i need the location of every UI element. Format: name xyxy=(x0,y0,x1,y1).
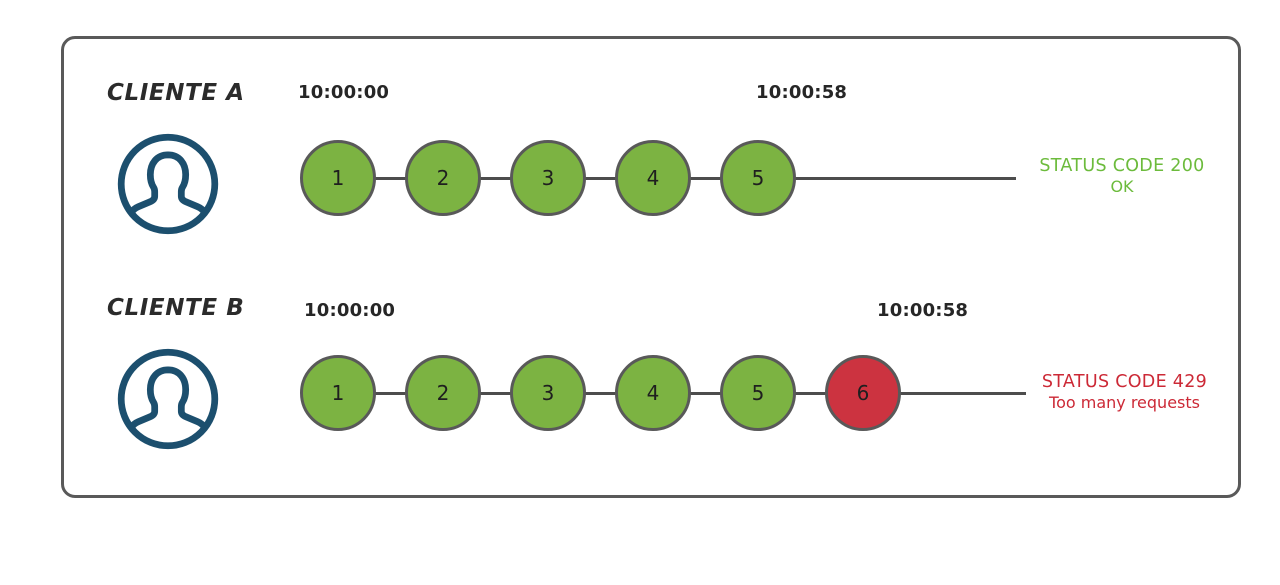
connector xyxy=(584,177,616,180)
client-a-end-time: 10:00:58 xyxy=(756,82,848,103)
status-detail-text: Too many requests xyxy=(1049,393,1200,413)
user-avatar-icon xyxy=(116,347,220,451)
connector xyxy=(794,392,826,395)
request-node[interactable]: 5 xyxy=(720,140,796,216)
connector xyxy=(374,392,406,395)
request-node[interactable]: 1 xyxy=(300,140,376,216)
client-b-status: STATUS CODE 429 Too many requests xyxy=(1022,371,1227,414)
connector xyxy=(689,392,721,395)
connector xyxy=(479,392,511,395)
request-node[interactable]: 5 xyxy=(720,355,796,431)
request-node[interactable]: 4 xyxy=(615,355,691,431)
status-code-text: STATUS CODE 429 xyxy=(1041,372,1208,392)
connector xyxy=(689,177,721,180)
request-node[interactable]: 3 xyxy=(510,355,586,431)
client-b-end-time: 10:00:58 xyxy=(877,300,969,321)
connector xyxy=(374,177,406,180)
client-b-label: CLIENTE B xyxy=(107,295,245,321)
status-detail-text: OK xyxy=(1110,177,1134,197)
client-row-a: CLIENTE A 10:00:00 10:00:58 1 2 3 4 5 xyxy=(0,60,1280,290)
request-node[interactable]: 3 xyxy=(510,140,586,216)
user-avatar-icon xyxy=(116,132,220,236)
status-tail-line xyxy=(899,392,1026,395)
status-code-text: STATUS CODE 200 xyxy=(1039,156,1205,176)
diagram-canvas: CLIENTE A 10:00:00 10:00:58 1 2 3 4 5 xyxy=(0,36,1280,505)
connector xyxy=(584,392,616,395)
client-a-status: STATUS CODE 200 OK xyxy=(1022,155,1222,198)
client-row-b: CLIENTE B 10:00:00 10:00:58 1 2 3 4 5 xyxy=(0,275,1280,505)
request-node-blocked[interactable]: 6 xyxy=(825,355,901,431)
request-node[interactable]: 4 xyxy=(615,140,691,216)
connector xyxy=(479,177,511,180)
request-node[interactable]: 2 xyxy=(405,355,481,431)
client-b-start-time: 10:00:00 xyxy=(304,300,396,321)
status-tail-line xyxy=(794,177,1016,180)
client-a-label: CLIENTE A xyxy=(107,80,245,106)
request-node[interactable]: 1 xyxy=(300,355,376,431)
request-node[interactable]: 2 xyxy=(405,140,481,216)
client-a-start-time: 10:00:00 xyxy=(298,82,390,103)
